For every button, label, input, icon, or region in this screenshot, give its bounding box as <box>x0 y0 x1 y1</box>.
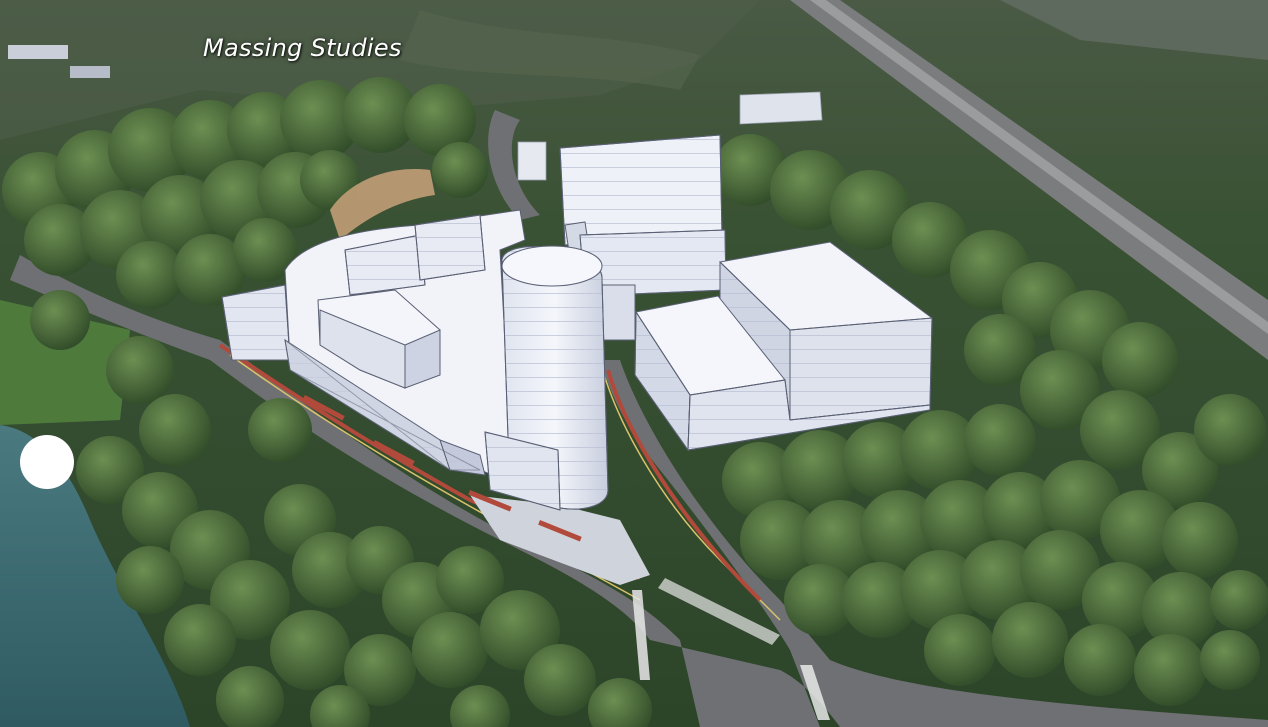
road-centerline <box>599 359 781 621</box>
curb-2 <box>606 369 762 602</box>
tree-canopy <box>2 77 1268 727</box>
dirt-patch <box>330 169 435 240</box>
river <box>0 425 190 727</box>
small-building <box>517 141 547 181</box>
highway-lane <box>810 0 1268 334</box>
hillside <box>0 0 760 140</box>
white-disc-marker <box>20 435 74 489</box>
distant-building-2 <box>70 66 110 78</box>
massing-building-group <box>221 134 933 511</box>
plaza <box>470 495 650 585</box>
farm-terraces <box>400 10 700 90</box>
access-road <box>488 110 540 220</box>
crosswalk <box>632 590 650 680</box>
planters <box>302 395 582 542</box>
highway <box>790 0 1268 360</box>
distant-building <box>8 45 68 59</box>
crosswalk-3 <box>800 665 830 720</box>
caption-title: Massing Studies <box>203 34 402 62</box>
crosswalk-2 <box>658 578 780 645</box>
existing-building <box>739 91 823 125</box>
town-area <box>1000 0 1268 60</box>
